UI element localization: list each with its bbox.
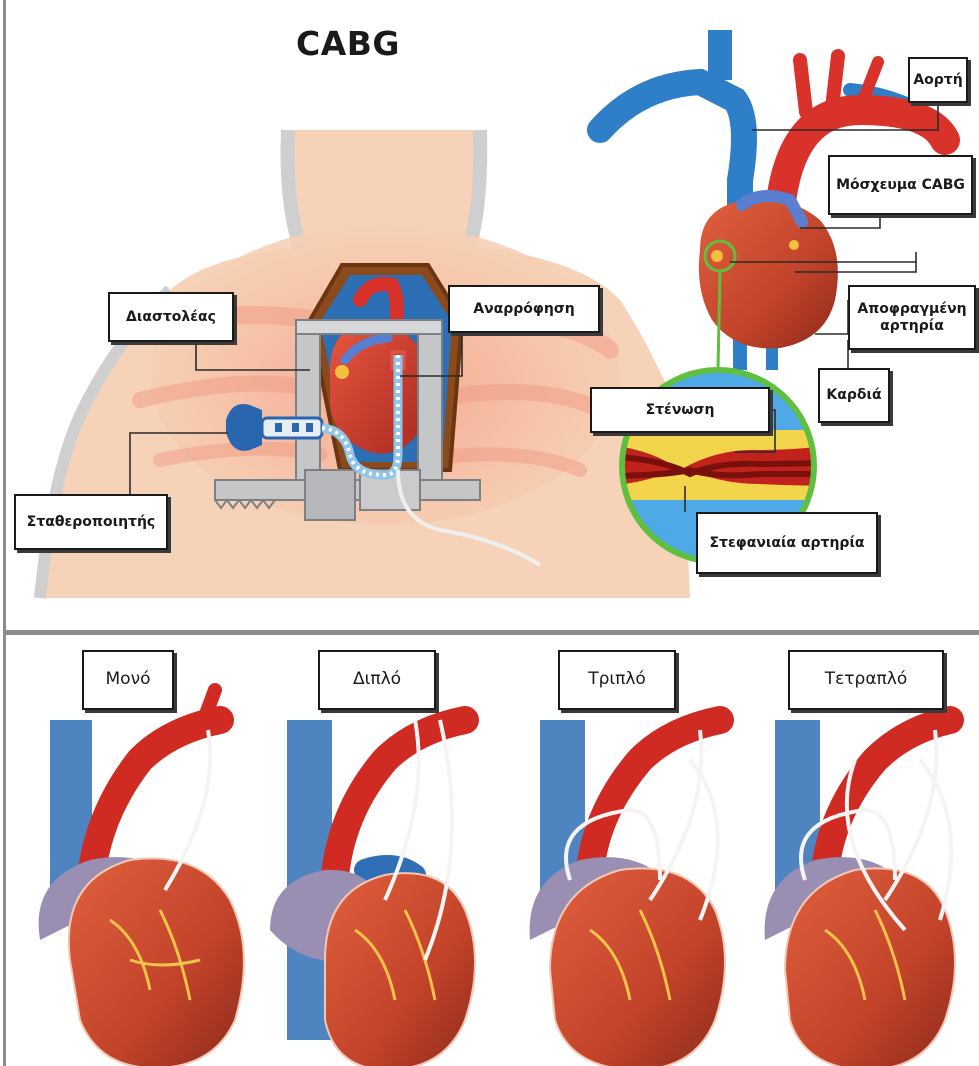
bypass-hearts xyxy=(39,690,955,1066)
label-stenosis: Στένωση xyxy=(590,387,770,433)
label-blocked-artery: Αποφραγμένη αρτηρία xyxy=(848,285,976,350)
label-stabilizer: Σταθεροποιητής xyxy=(14,494,168,550)
left-border xyxy=(3,0,6,1066)
label-suction: Αναρρόφηση xyxy=(448,285,600,333)
label-double-bypass: Διπλό xyxy=(318,650,436,710)
label-triple-bypass: Τριπλό xyxy=(558,650,676,710)
section-divider xyxy=(6,630,979,635)
label-aorta: Αορτή xyxy=(908,57,968,103)
label-single-bypass: Μονό xyxy=(82,650,174,710)
label-quadruple-bypass: Τετραπλό xyxy=(788,650,944,710)
heart-triple xyxy=(530,720,725,1066)
label-coronary-artery: Στεφανιαία αρτηρία xyxy=(696,512,878,574)
heart-quadruple xyxy=(765,720,955,1066)
label-heart: Καρδιά xyxy=(818,368,890,423)
heart-single xyxy=(39,690,244,1066)
label-cabg-graft: Μόσχευμα CABG xyxy=(828,155,973,215)
label-retractor: Διαστολέας xyxy=(108,292,234,342)
heart-double xyxy=(270,720,475,1066)
page-title: CABG xyxy=(296,24,400,63)
